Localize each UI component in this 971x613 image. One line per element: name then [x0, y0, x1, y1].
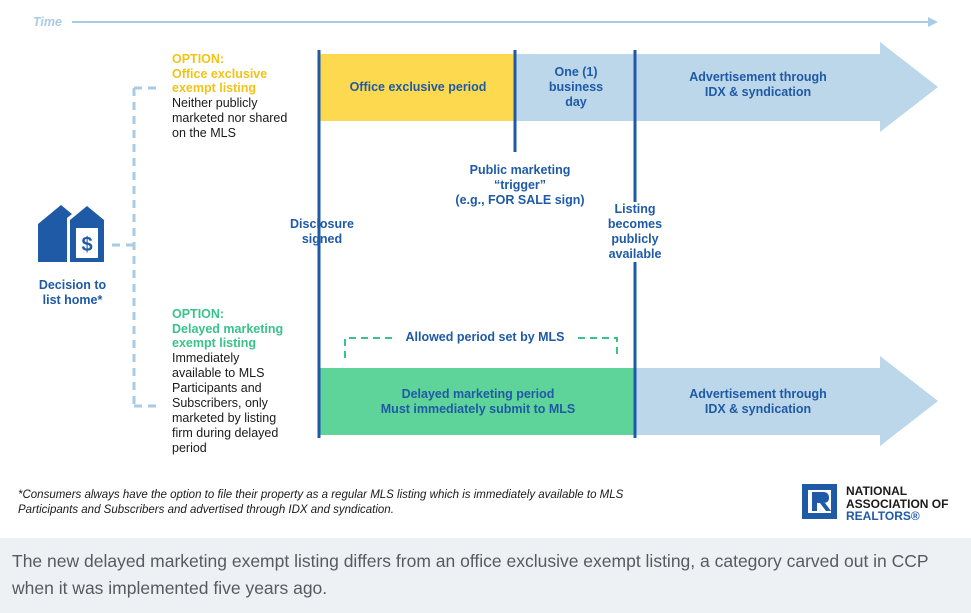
house-dollar-icon: $	[38, 202, 107, 262]
listing-public-line: Listing	[614, 202, 656, 216]
option-description-line: Participants and	[172, 380, 262, 395]
decision-label-line1: Decision to	[38, 278, 107, 292]
option-description-line: Subscribers, only	[172, 395, 268, 410]
allowed-period-bracket	[344, 337, 618, 358]
option-heading: OPTION:	[172, 52, 225, 66]
trigger-line: Public marketing	[469, 163, 571, 177]
public-marketing-trigger-label: Public marketing “trigger” (e.g., FOR SA…	[440, 163, 600, 208]
svg-text:$: $	[81, 234, 92, 256]
one-day-line: One (1)	[554, 65, 598, 79]
option-description-line: Neither publicly	[172, 95, 258, 110]
bottom-advertisement-label: Advertisement through IDX & syndication	[638, 387, 878, 417]
decision-label: Decision to list home*	[20, 278, 125, 308]
delayed-period-line: Delayed marketing period	[401, 387, 555, 401]
allowed-period-label: Allowed period set by MLS	[405, 330, 565, 344]
option-description-line: Immediately	[172, 350, 240, 365]
option-description-line: available to MLS	[172, 365, 265, 380]
logo-line2: ASSOCIATION OF	[846, 496, 949, 511]
nar-logo-icon	[802, 484, 837, 519]
office-exclusive-period-bar	[320, 54, 515, 121]
one-business-day-label: One (1) business day	[516, 65, 636, 110]
logo-line1: NATIONAL	[846, 484, 908, 498]
disclosure-line2: signed	[301, 232, 343, 246]
advertisement-line: IDX & syndication	[704, 402, 812, 416]
option-description-line: marketed by listing	[172, 410, 277, 425]
listing-publicly-available-label: Listing becomes publicly available	[595, 202, 675, 262]
time-axis-arrowhead	[928, 17, 938, 27]
one-day-line: day	[565, 95, 587, 109]
option-heading: OPTION:	[172, 307, 225, 321]
listing-public-line: becomes	[607, 217, 663, 231]
top-advertisement-label: Advertisement through IDX & syndication	[638, 70, 878, 100]
nar-logo-text: NATIONAL ASSOCIATION OF REALTORS®	[846, 485, 948, 523]
option-description-line: marketed nor shared	[172, 110, 288, 125]
disclosure-signed-label: Disclosure signed	[272, 217, 372, 247]
branch-connector	[112, 86, 161, 408]
listing-public-line: publicly	[611, 232, 659, 246]
option-description-line: period	[172, 440, 207, 455]
logo-line3: REALTORS®	[846, 509, 920, 523]
delayed-marketing-period-label: Delayed marketing period Must immediatel…	[322, 387, 634, 417]
bottom-track-arrow	[636, 356, 938, 446]
footnote-line: *Consumers always have the option to fil…	[18, 489, 624, 501]
option-title-line2: exempt listing	[172, 336, 257, 350]
option-title-line2: exempt listing	[172, 81, 257, 95]
image-caption: The new delayed marketing exempt listing…	[12, 551, 929, 598]
office-exclusive-option: OPTION: Office exclusive exempt listing …	[172, 52, 312, 141]
option-title-line1: Delayed marketing	[172, 321, 284, 336]
delayed-period-line: Must immediately submit to MLS	[380, 402, 576, 416]
footnote-line: Participants and Subscribers and adverti…	[18, 504, 394, 516]
one-day-line: business	[548, 80, 604, 94]
option-title-line1: Office exclusive	[172, 66, 268, 81]
disclosure-line1: Disclosure	[290, 217, 354, 231]
top-track-arrow	[515, 42, 938, 132]
advertisement-line: Advertisement through	[689, 70, 827, 84]
option-description-line: on the MLS	[172, 125, 236, 140]
advertisement-line: IDX & syndication	[704, 85, 812, 99]
delayed-marketing-period-bar	[320, 368, 636, 435]
advertisement-line: Advertisement through	[689, 387, 827, 401]
trigger-line: “trigger”	[493, 178, 547, 192]
caption-background	[0, 538, 971, 613]
trigger-line: (e.g., FOR SALE sign)	[455, 193, 585, 207]
decision-label-line2: list home*	[42, 293, 103, 307]
footnote: *Consumers always have the option to fil…	[18, 488, 788, 518]
listing-public-line: available	[608, 247, 662, 261]
time-label: Time	[33, 15, 62, 29]
delayed-marketing-option: OPTION: Delayed marketing exempt listing…	[172, 307, 312, 456]
office-exclusive-period-label: Office exclusive period	[349, 80, 487, 94]
option-description-line: firm during delayed	[172, 425, 279, 440]
